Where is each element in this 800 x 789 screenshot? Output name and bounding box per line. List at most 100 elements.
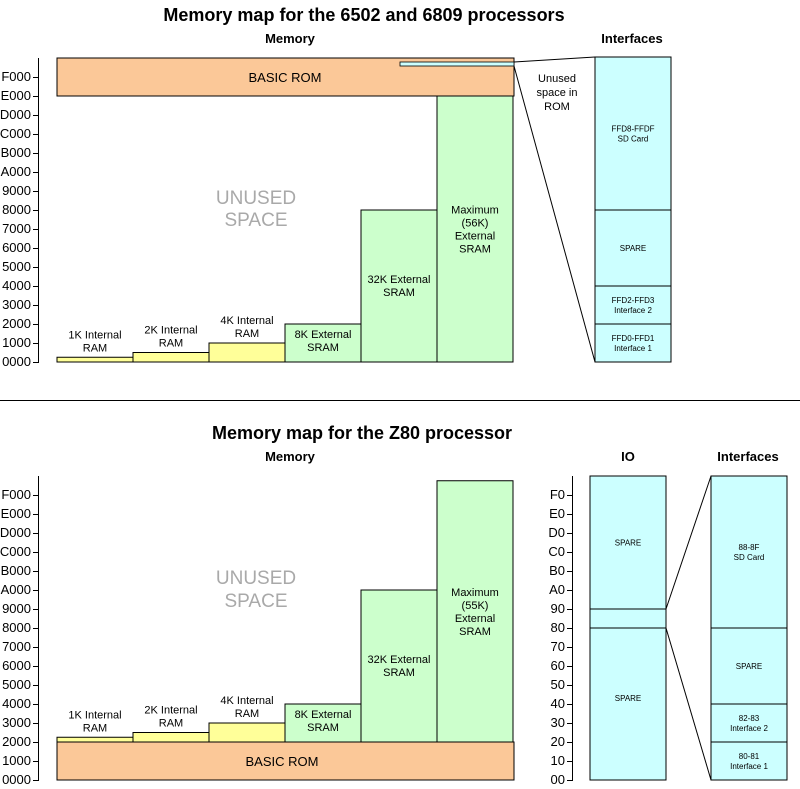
top-connector-upper bbox=[513, 56, 596, 63]
bottom-tick-label: 0000 bbox=[2, 772, 31, 787]
bottom-tick-label: F000 bbox=[1, 487, 31, 502]
top-ram-bar-label: 1K Internal bbox=[68, 329, 121, 341]
top-ram-bar-label: 2K Internal bbox=[144, 325, 197, 337]
bottom-ram-bar bbox=[208, 722, 286, 743]
io-tick-label: A0 bbox=[549, 582, 565, 597]
top-ram-bar bbox=[132, 352, 210, 363]
io-tick-label: 80 bbox=[551, 620, 565, 635]
bottom-connector-lower bbox=[665, 627, 712, 781]
bottom-ram-bar-label: 32K External bbox=[368, 654, 431, 666]
top-interface-block-label: SD Card bbox=[618, 135, 649, 144]
bottom-interface-block-label: 82-83 bbox=[739, 714, 760, 723]
top-unused-space-label-2: SPACE bbox=[224, 210, 287, 231]
io-tick-label: E0 bbox=[549, 506, 565, 521]
top-interface-block-label: Interface 2 bbox=[614, 306, 652, 315]
io-tick-label: F0 bbox=[550, 487, 565, 502]
bottom-tick-label: 8000 bbox=[2, 620, 31, 635]
bottom-ram-bar-label: Maximum bbox=[451, 587, 499, 599]
top-ram-bar-label: External bbox=[455, 231, 495, 243]
bottom-interface-block bbox=[710, 475, 788, 629]
top-unused-space-label-1: UNUSED bbox=[216, 188, 296, 209]
top-ram-bar-label: Maximum bbox=[451, 205, 499, 217]
io-block bbox=[589, 608, 667, 781]
top-ram-bar-label: SRAM bbox=[459, 244, 491, 256]
bottom-tick-label: C000 bbox=[0, 544, 31, 559]
bottom-ram-bar-label: 4K Internal bbox=[220, 695, 273, 707]
bottom-tick-label: D000 bbox=[0, 525, 31, 540]
top-tick-label: 1000 bbox=[2, 335, 31, 350]
top-unused-rom-slice bbox=[399, 61, 515, 67]
bottom-ram-bar-label: SRAM bbox=[307, 722, 339, 734]
top-connector-lower bbox=[513, 65, 596, 363]
bottom-ram-bar-label: External bbox=[455, 613, 495, 625]
top-ram-bar bbox=[56, 356, 134, 363]
bottom-ram-bar-label: SRAM bbox=[459, 626, 491, 638]
top-tick-label: F000 bbox=[1, 69, 31, 84]
bottom-ram-bar bbox=[436, 480, 514, 743]
top-title: Memory map for the 6502 and 6809 process… bbox=[163, 5, 564, 25]
bottom-interface-block bbox=[710, 741, 788, 781]
top-tick-label: 3000 bbox=[2, 297, 31, 312]
bottom-tick-label: 5000 bbox=[2, 677, 31, 692]
top-tick-labels: F000E000D000C000B000A0009000800070006000… bbox=[0, 69, 39, 369]
top-ram-bar bbox=[436, 95, 514, 363]
bottom-ram-bar-label: RAM bbox=[235, 708, 259, 720]
top-tick-label: 5000 bbox=[2, 259, 31, 274]
bottom-tick-label: 4000 bbox=[2, 696, 31, 711]
bottom-ram-bar-label: 8K External bbox=[295, 709, 352, 721]
io-tick-label: 40 bbox=[551, 696, 565, 711]
bottom-ram-bar-label: SRAM bbox=[383, 667, 415, 679]
bottom-ram-bar-label: 2K Internal bbox=[144, 705, 197, 717]
bottom-ram-bar bbox=[56, 736, 134, 743]
top-tick-label: C000 bbox=[0, 126, 31, 141]
top-interface-block bbox=[594, 209, 672, 287]
top-ram-bar-label: 4K Internal bbox=[220, 315, 273, 327]
top-ram-bar-label: SRAM bbox=[307, 342, 339, 354]
top-basic-rom-label: BASIC ROM bbox=[249, 70, 322, 85]
bottom-io-heading: IO bbox=[621, 449, 635, 464]
io-block-label: SPARE bbox=[615, 694, 642, 703]
bottom-tick-label: A000 bbox=[1, 582, 31, 597]
io-tick-label: 60 bbox=[551, 658, 565, 673]
io-tick-label: C0 bbox=[548, 544, 565, 559]
io-tick-label: B0 bbox=[549, 563, 565, 578]
bottom-tick-labels: F000E000D000C000B000A0009000800070006000… bbox=[0, 487, 39, 787]
bottom-tick-label: 1000 bbox=[2, 753, 31, 768]
top-ram-bar-label: (56K) bbox=[462, 218, 489, 230]
bottom-unused-space-label-2: SPACE bbox=[224, 591, 287, 612]
top-interface-block-label: Interface 1 bbox=[614, 344, 652, 353]
top-tick-label: D000 bbox=[0, 107, 31, 122]
bottom-interface-block bbox=[710, 627, 788, 705]
top-tick-label: 6000 bbox=[2, 240, 31, 255]
bottom-interface-block-label: 88-8F bbox=[739, 543, 760, 552]
top-ram-bar-label: RAM bbox=[235, 328, 259, 340]
bottom-title: Memory map for the Z80 processor bbox=[212, 423, 512, 443]
bottom-tick-label: 2000 bbox=[2, 734, 31, 749]
top-address-axis: F000E000D000C000B000A0009000800070006000… bbox=[0, 58, 39, 369]
top-interface-block-label: FFD0-FFD1 bbox=[612, 334, 655, 343]
top-memory-heading: Memory bbox=[265, 31, 316, 46]
bottom-tick-label: 3000 bbox=[2, 715, 31, 730]
top-tick-label: E000 bbox=[1, 88, 31, 103]
top-interface-block-label: SPARE bbox=[620, 244, 647, 253]
top-section: Memory map for the 6502 and 6809 process… bbox=[0, 5, 672, 369]
bottom-ram-bar-label: RAM bbox=[83, 722, 107, 734]
top-ram-bar bbox=[208, 342, 286, 363]
top-unused-rom-note-1: Unused bbox=[538, 73, 576, 85]
top-interface-block-label: FFD8-FFDF bbox=[611, 125, 654, 134]
bottom-basic-rom-block bbox=[56, 741, 515, 781]
bottom-ram-bar-label: RAM bbox=[159, 718, 183, 730]
top-interface-block bbox=[594, 56, 672, 211]
top-tick-label: 0000 bbox=[2, 354, 31, 369]
io-tick-label: 90 bbox=[551, 601, 565, 616]
bottom-interface-block-label: SPARE bbox=[736, 662, 763, 671]
top-ram-bar-label: 8K External bbox=[295, 329, 352, 341]
bottom-section: Memory map for the Z80 processor Memory … bbox=[0, 423, 788, 787]
io-tick-label: D0 bbox=[548, 525, 565, 540]
